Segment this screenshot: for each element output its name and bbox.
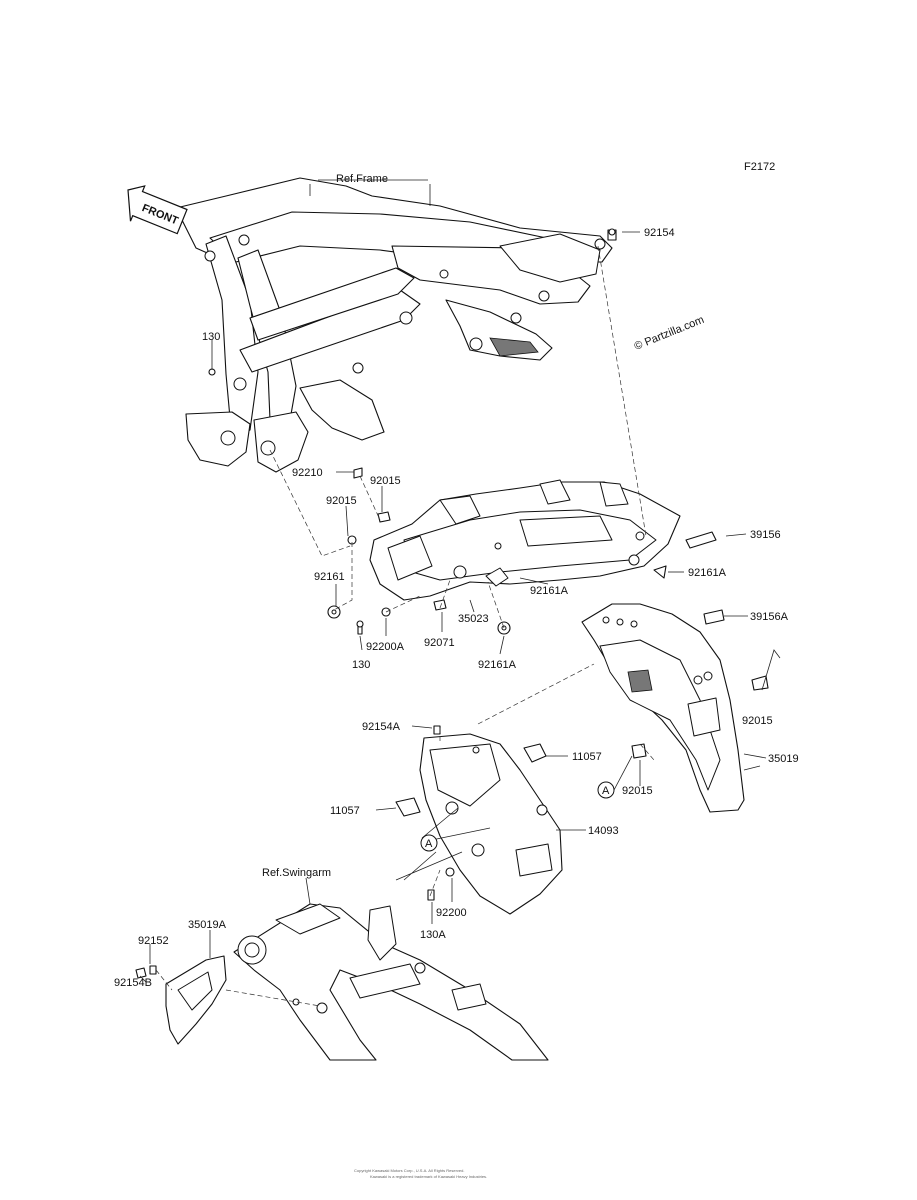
label-39156: 39156 bbox=[750, 529, 781, 541]
label-92015-c: 92015 bbox=[742, 715, 773, 727]
rear-tray-assembly bbox=[369, 479, 681, 601]
label-92154a: 92154A bbox=[362, 721, 401, 733]
label-92161a-low: 92161A bbox=[478, 659, 517, 671]
reference-marker-a-1: A bbox=[420, 834, 438, 852]
label-92161: 92161 bbox=[314, 571, 345, 583]
label-92015-a: 92015 bbox=[370, 475, 401, 487]
footer-line-1: Copyright Kawasaki Motors Corp., U.S.A. … bbox=[354, 1168, 465, 1173]
marker-a-text: A bbox=[602, 785, 610, 797]
diagram-code: F2172 bbox=[744, 161, 775, 173]
label-92161a-right: 92161A bbox=[688, 567, 727, 579]
footer-line-2: Kawasaki is a registered trademark of Ka… bbox=[370, 1174, 487, 1179]
swingarm-assembly bbox=[135, 903, 549, 1061]
mudguard-14093 bbox=[395, 725, 563, 915]
label-92154b: 92154B bbox=[114, 977, 152, 989]
front-direction-tag: FRONT bbox=[127, 185, 188, 235]
label-92210: 92210 bbox=[292, 467, 323, 479]
label-130-top: 130 bbox=[202, 331, 220, 343]
watermark: © Partzilla.com bbox=[633, 314, 706, 353]
rear-fender-35019 bbox=[581, 603, 769, 813]
ref-swingarm-label: Ref.Swingarm bbox=[262, 867, 331, 879]
label-92152: 92152 bbox=[138, 935, 169, 947]
label-130-mid: 130 bbox=[352, 659, 370, 671]
ref-frame-label: Ref.Frame bbox=[336, 173, 388, 185]
label-39156a: 39156A bbox=[750, 611, 789, 623]
frame-assembly bbox=[175, 177, 613, 473]
label-92200a: 92200A bbox=[366, 641, 405, 653]
label-92154: 92154 bbox=[644, 227, 675, 239]
label-92200: 92200 bbox=[436, 907, 467, 919]
label-130a: 130A bbox=[420, 929, 446, 941]
label-35023: 35023 bbox=[458, 613, 489, 625]
label-11057-right: 11057 bbox=[572, 751, 602, 763]
label-35019: 35019 bbox=[768, 753, 799, 765]
label-92161a-mid: 92161A bbox=[530, 585, 569, 597]
label-92015-d: 92015 bbox=[622, 785, 653, 797]
label-11057-left: 11057 bbox=[330, 805, 360, 817]
label-92015-b: 92015 bbox=[326, 495, 357, 507]
assembly-lines bbox=[155, 245, 655, 1007]
leader-lines bbox=[139, 231, 781, 983]
reference-marker-a-2: A bbox=[597, 781, 615, 799]
marker-a-text: A bbox=[425, 838, 433, 850]
label-92071: 92071 bbox=[424, 637, 455, 649]
label-14093: 14093 bbox=[588, 825, 619, 837]
label-35019a: 35019A bbox=[188, 919, 227, 931]
